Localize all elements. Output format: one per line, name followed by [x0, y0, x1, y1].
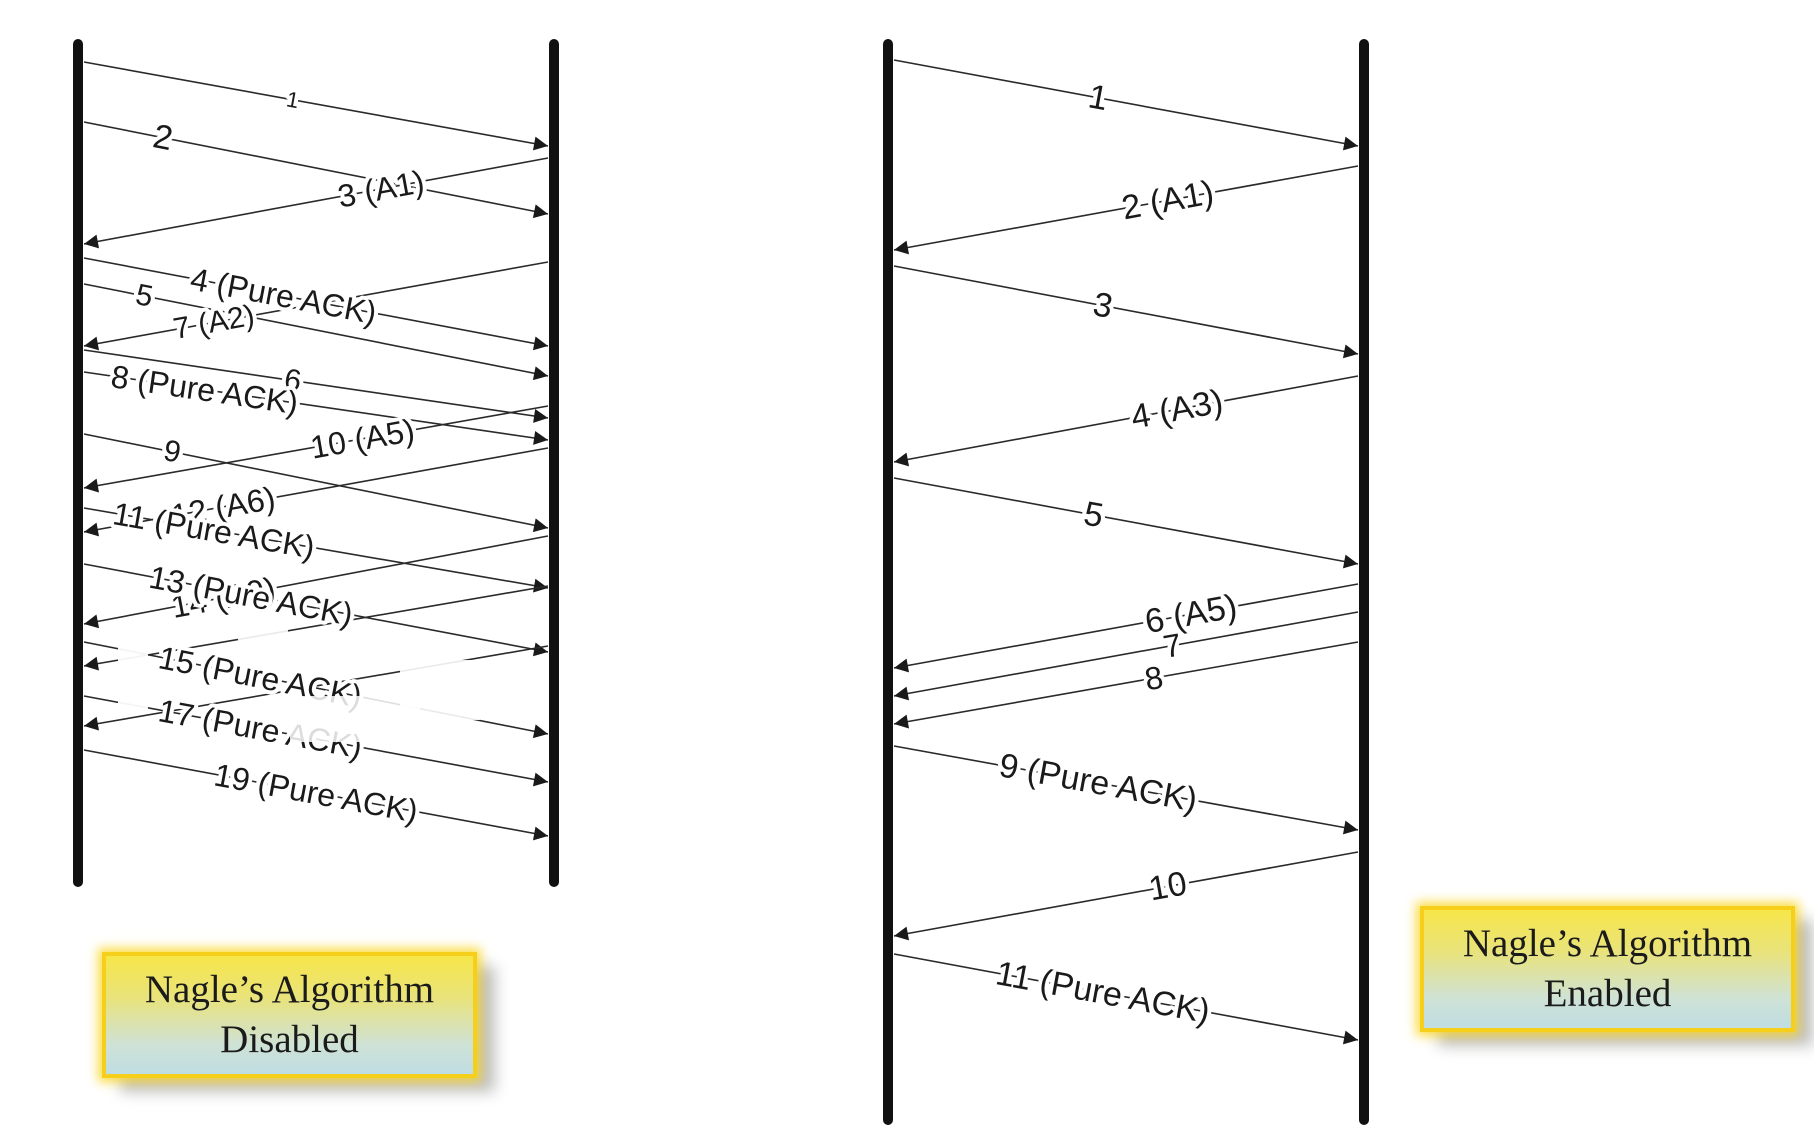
enabled-message-arrow-1 [893, 59, 1359, 151]
faded-region [118, 620, 480, 742]
disabled-message-arrow-10 [83, 405, 549, 493]
enabled-message-label-8: 8 [1142, 659, 1166, 698]
enabled-message-label-11: 11 (Pure ACK) [993, 954, 1213, 1031]
disabled-message-label-1: 1 [285, 86, 302, 113]
arrows-layer [83, 59, 1359, 1045]
disabled-message-arrow-14 [83, 563, 549, 657]
enabled-message-arrow-9 [893, 745, 1359, 835]
disabled-message-arrow-16 [83, 645, 549, 731]
disabled-message-arrow-15 [83, 585, 549, 671]
disabled-message-arrow-11 [83, 447, 549, 537]
disabled-message-arrow-5 [83, 283, 549, 381]
enabled-message-label-9: 9 (Pure ACK) [996, 746, 1200, 819]
enabled-message-arrow-2 [893, 165, 1359, 255]
disabled-message-label-3: 3 (A1) [335, 163, 427, 214]
enabled-message-arrow-10 [893, 851, 1359, 941]
enabled-message-arrow-11 [893, 953, 1359, 1045]
enabled-message-arrow-6 [893, 583, 1359, 673]
caption-line-1: Nagle’s Algorithm [144, 968, 435, 1011]
enabled-message-label-1: 1 [1085, 77, 1111, 118]
enabled-message-arrow-5 [893, 477, 1359, 569]
disabled-message-arrow-3 [83, 157, 549, 249]
disabled-message-arrow-13 [83, 535, 549, 629]
disabled-message-label-2: 2 [150, 117, 176, 158]
caption-nagle-disabled: Nagle’s Algorithm Disabled [102, 952, 477, 1078]
disabled-message-arrow-19 [83, 749, 549, 841]
disabled-message-arrow-9 [83, 433, 549, 533]
enabled-message-label-6: 6 (A5) [1142, 587, 1240, 641]
enabled-message-arrow-7 [893, 611, 1359, 701]
disabled-message-label-5: 5 [133, 278, 156, 314]
caption-line-2: Disabled [220, 1018, 359, 1061]
caption-line-1: Nagle’s Algorithm [1462, 922, 1753, 965]
caption-nagle-enabled: Nagle’s Algorithm Enabled [1420, 906, 1795, 1032]
enabled-message-arrow-4 [893, 375, 1359, 467]
disabled-message-label-10: 10 (A5) [308, 412, 418, 466]
disabled-message-arrow-12 [83, 507, 549, 593]
enabled-message-label-5: 5 [1081, 495, 1107, 536]
disabled-message-label-9: 9 [161, 434, 184, 470]
enabled-message-label-7: 7 [1160, 626, 1184, 665]
disabled-message-arrow-7 [83, 349, 549, 423]
disabled-message-arrow-2 [83, 121, 549, 219]
enabled-message-arrow-8 [893, 641, 1359, 729]
disabled-message-label-6: 7 (A2) [171, 299, 257, 346]
enabled-message-label-2: 2 (A1) [1119, 174, 1217, 228]
disabled-message-arrow-4 [83, 257, 549, 351]
caption-line-2: Enabled [1543, 972, 1672, 1015]
disabled-message-arrow-8 [83, 371, 549, 445]
enabled-message-label-3: 3 [1090, 285, 1116, 326]
enabled-message-arrow-3 [893, 265, 1359, 359]
disabled-message-label-19: 19 (Pure ACK) [211, 757, 420, 830]
enabled-message-label-10: 10 [1146, 864, 1190, 908]
enabled-message-label-4: 4 (A3) [1128, 382, 1226, 436]
disabled-message-arrow-1 [83, 61, 549, 151]
disabled-message-label-7: 6 [282, 363, 303, 398]
disabled-message-arrow-6 [83, 261, 549, 351]
